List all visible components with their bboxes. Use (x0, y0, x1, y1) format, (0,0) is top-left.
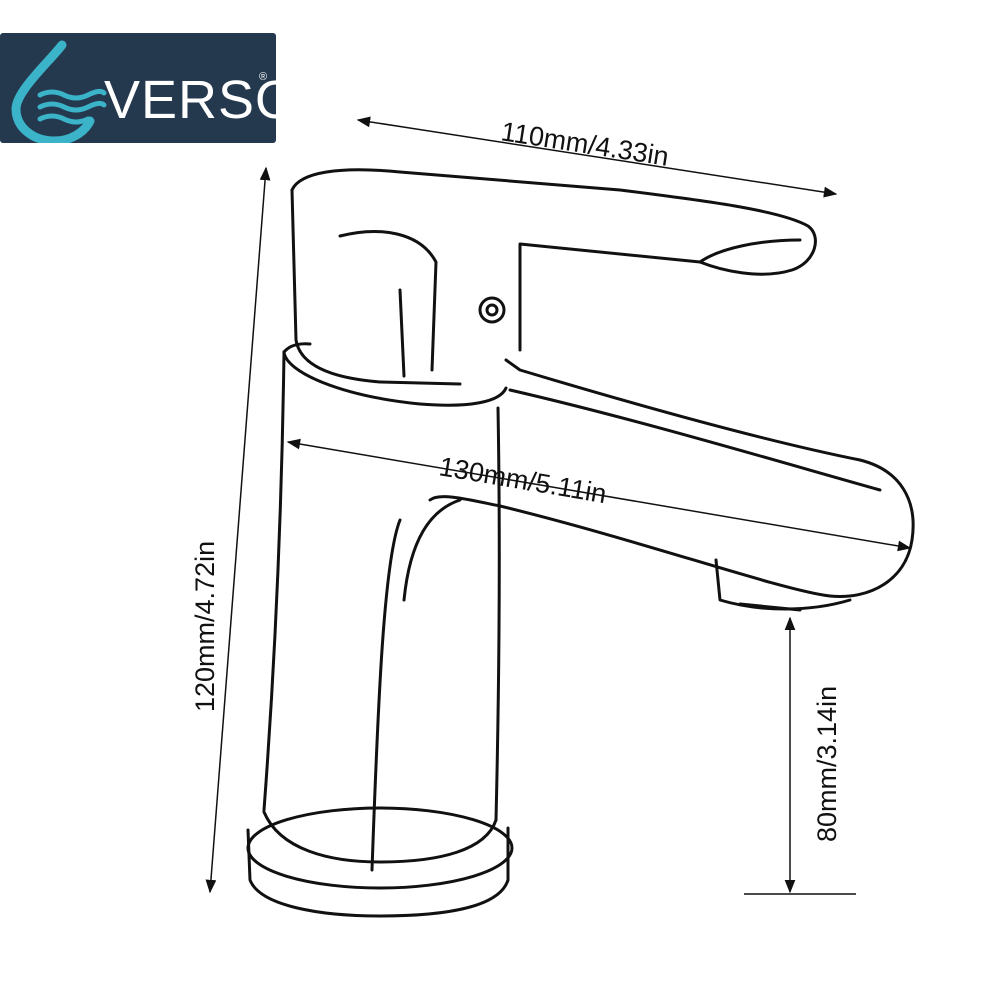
total-height-line (205, 166, 271, 894)
registered-mark: ® (259, 71, 268, 83)
spout-length-line (286, 438, 912, 552)
top-width-label: 110mm/4.33in (499, 116, 671, 172)
water-drop-icon (11, 40, 107, 143)
total-height-label: 120mm/4.72in (190, 541, 220, 712)
dimension-lines (205, 116, 912, 895)
top-width-line (356, 116, 838, 198)
brand-logo: VERSO ® (0, 33, 297, 143)
spout-length-label: 130mm/5.11in (437, 451, 609, 509)
brand-name: VERSO (104, 70, 299, 130)
spout-height-label: 80mm/3.14in (812, 686, 842, 842)
